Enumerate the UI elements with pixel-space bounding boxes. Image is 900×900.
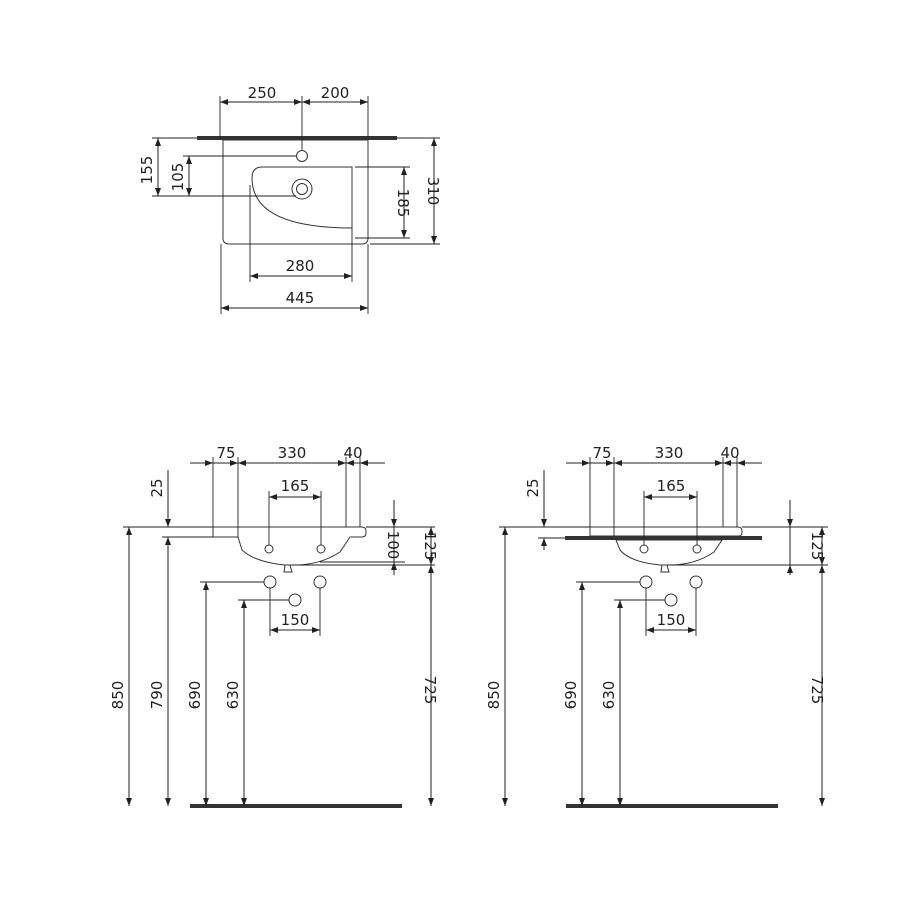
elev-left-dim-165: 165 <box>281 477 310 495</box>
waste-trap <box>660 564 670 573</box>
elev-left-dim-790: 790 <box>148 681 166 710</box>
basin-rim <box>589 526 743 537</box>
elev-left-dim-150: 150 <box>281 611 310 629</box>
elev-left-dim-330: 330 <box>278 444 307 462</box>
plan-dim-250: 250 <box>248 84 277 102</box>
elev-right-dim-630: 630 <box>600 681 618 710</box>
plan-dim-310: 310 <box>424 177 442 206</box>
supply-hot <box>639 575 653 589</box>
plan-dim-105: 105 <box>169 163 187 192</box>
waste-wall-outlet <box>288 593 302 607</box>
elev-left-dim-100: 100 <box>384 531 402 560</box>
plan-view: 250 200 155 105 185 310 <box>138 84 442 314</box>
elev-left-dim-40: 40 <box>343 444 362 462</box>
tap-hole <box>296 150 308 162</box>
waste-wall-outlet <box>664 593 678 607</box>
plan-dim-280: 280 <box>286 257 315 275</box>
supply-hot <box>263 575 277 589</box>
plan-dim-200: 200 <box>321 84 350 102</box>
tap-connection-left <box>639 544 649 554</box>
tap-connection-left <box>264 544 274 554</box>
elev-right-dim-725: 725 <box>808 676 826 705</box>
elevation-right: 75 330 40 165 25 125 150 <box>485 444 828 808</box>
basin-profile <box>615 539 723 566</box>
waste-trap <box>283 564 293 573</box>
elev-left-dim-125: 125 <box>421 532 439 561</box>
elev-left-dim-25: 25 <box>148 478 166 497</box>
elev-right-dim-330: 330 <box>655 444 684 462</box>
basin-profile <box>212 526 367 566</box>
plan-dim-185: 185 <box>394 189 412 218</box>
tap-connection-right <box>692 544 702 554</box>
elevation-left: 75 330 40 165 25 100 125 <box>109 444 439 808</box>
elev-right-dim-690: 690 <box>562 681 580 710</box>
elev-right-dim-850: 850 <box>485 681 503 710</box>
elev-right-dim-75: 75 <box>592 444 611 462</box>
tap-connection-right <box>316 544 326 554</box>
waste-inner <box>296 183 308 195</box>
elev-left-dim-850: 850 <box>109 681 127 710</box>
supply-cold <box>313 575 327 589</box>
elev-left-dim-725: 725 <box>421 676 439 705</box>
elev-right-dim-150: 150 <box>657 611 686 629</box>
plan-dim-155: 155 <box>138 156 156 185</box>
elev-left-dim-75: 75 <box>216 444 235 462</box>
elev-left-dim-690: 690 <box>186 681 204 710</box>
elev-right-dim-125: 125 <box>808 532 826 561</box>
elev-left-dim-630: 630 <box>224 681 242 710</box>
plan-dim-445: 445 <box>286 289 315 307</box>
elev-right-dim-25: 25 <box>524 478 542 497</box>
elev-right-dim-165: 165 <box>657 477 686 495</box>
supply-cold <box>689 575 703 589</box>
elev-right-dim-40: 40 <box>720 444 739 462</box>
